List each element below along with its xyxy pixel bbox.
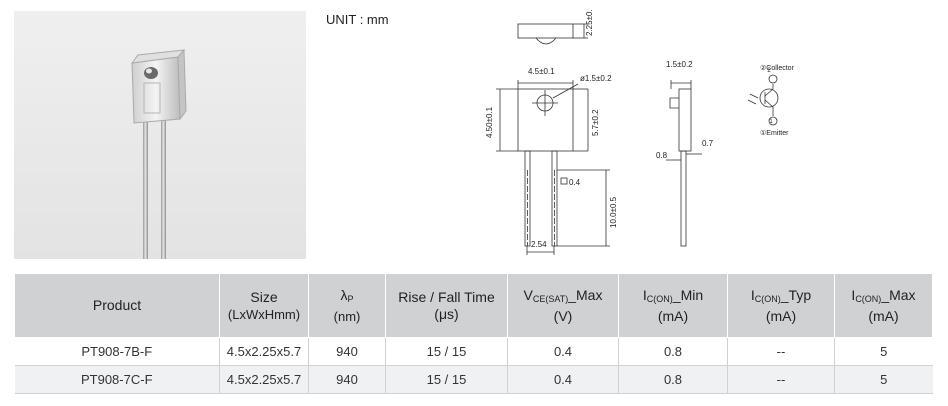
dim-height-right: 5.7±0.2 (591, 109, 600, 136)
dim-side-07: 0.7 (702, 139, 714, 148)
dimension-drawing: 2.25±0.2 4.5±0.1 ø1.5±0.2 4.50±0.1 5.7±0… (485, 10, 795, 255)
cell-ictyp: -- (727, 337, 835, 366)
cell-lambda: 940 (308, 365, 386, 394)
collector-label: ②Collector (760, 64, 795, 72)
cell-icmax: 5 (834, 365, 933, 394)
dim-side-08: 0.8 (656, 151, 668, 160)
cell-ictyp: -- (727, 365, 835, 394)
table-header-row: Product Size(LxWxHmm) λP(nm) Rise / Fall… (14, 273, 933, 338)
col-lambda: λP(nm) (308, 273, 386, 338)
col-ic-min: IC(ON)_Min(mA) (618, 273, 728, 338)
cell-size: 4.5x2.25x5.7 (219, 365, 309, 394)
dim-lead-square: 0.4 (569, 178, 581, 187)
table-row: PT908-7B-F 4.5x2.25x5.7 940 15 / 15 0.4 … (14, 337, 933, 366)
cell-product: PT908-7C-F (14, 365, 220, 394)
cell-vce: 0.4 (507, 337, 619, 366)
cell-icmin: 0.8 (618, 337, 728, 366)
spec-table: Product Size(LxWxHmm) λP(nm) Rise / Fall… (14, 273, 933, 394)
dim-pitch: 2.54 (531, 240, 547, 249)
col-rise-fall: Rise / Fall Time(μs) (385, 273, 508, 338)
pin1-number: 1 (769, 119, 773, 125)
cell-size: 4.5x2.25x5.7 (219, 337, 309, 366)
col-ic-typ: IC(ON)_Typ(mA) (727, 273, 835, 338)
col-size: Size(LxWxHmm) (219, 273, 309, 338)
cell-product: PT908-7B-F (14, 337, 220, 366)
cell-rise: 15 / 15 (385, 365, 508, 394)
cell-icmin: 0.8 (618, 365, 728, 394)
dim-height-left: 4.50±0.1 (485, 106, 494, 138)
dim-hole: ø1.5±0.2 (580, 74, 612, 83)
dim-width: 4.5±0.1 (528, 67, 555, 76)
cell-rise: 15 / 15 (385, 337, 508, 366)
table-row: PT908-7C-F 4.5x2.25x5.7 940 15 / 15 0.4 … (14, 365, 933, 394)
cell-lambda: 940 (308, 337, 386, 366)
pin2-number: 2 (767, 68, 771, 74)
dim-lead-length: 10.0±0.5 (609, 196, 618, 228)
dim-side-top: 1.5±0.2 (666, 60, 693, 69)
emitter-label: ①Emitter (760, 129, 789, 137)
col-vce: VCE(SAT)_Max(V) (507, 273, 619, 338)
col-ic-max: IC(ON)_Max(mA) (834, 273, 933, 338)
col-product: Product (14, 273, 220, 338)
cell-icmax: 5 (834, 337, 933, 366)
unit-label: UNIT : mm (326, 12, 389, 27)
phototransistor-image (130, 48, 187, 259)
product-photo (14, 11, 306, 259)
cell-vce: 0.4 (507, 365, 619, 394)
dim-top: 2.25±0.2 (585, 10, 594, 36)
